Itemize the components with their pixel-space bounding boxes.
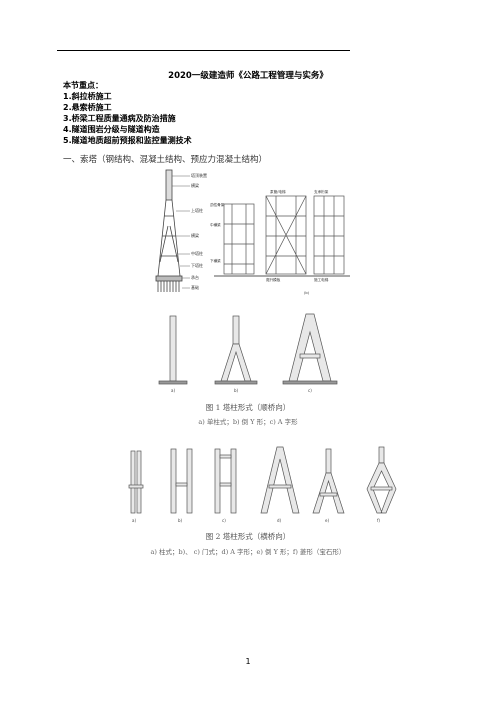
panel-label: c) bbox=[222, 518, 226, 523]
fig-label: 横梁 bbox=[191, 232, 199, 238]
fig-label: 爬升模板 bbox=[266, 277, 281, 282]
panel-label: b) bbox=[178, 518, 183, 523]
panel-label: a) bbox=[171, 388, 175, 393]
tower-elevation-drawing bbox=[155, 169, 183, 292]
figure2-subcaption: a) 柱式；b)、 c) 门式；d) A 字形；e) 倒 Y 形；f) 菱形（宝… bbox=[150, 548, 346, 556]
panel-label: c) bbox=[308, 388, 312, 393]
key-point-1: 1.斜拉桥施工 bbox=[63, 92, 112, 101]
fig-label: 下塔柱 bbox=[191, 262, 203, 268]
fig-label: 上塔柱 bbox=[191, 207, 203, 213]
portal-pylon-c bbox=[214, 448, 237, 514]
fig-label: 施工电梯 bbox=[314, 277, 329, 282]
a-shaped-pylon-transverse bbox=[260, 446, 300, 514]
inverted-y-pylon-transverse bbox=[312, 448, 345, 514]
figure1-pylon-forms: a) b) c) bbox=[158, 313, 338, 393]
header-rule bbox=[57, 50, 350, 51]
panel-label: d) bbox=[277, 518, 282, 523]
key-point-2: 2.悬索桥施工 bbox=[63, 103, 112, 112]
panel-label: a) bbox=[132, 518, 136, 523]
fig-label: 横梁 bbox=[191, 182, 199, 188]
panel-label: b) bbox=[234, 388, 239, 393]
figure1-subcaption: a) 单柱式；b) 倒 Y 形；c) A 字形 bbox=[198, 418, 298, 426]
intro-label: 本节重点： bbox=[63, 81, 103, 90]
fig-label: 中横梁 bbox=[210, 222, 221, 227]
key-point-3: 3.桥梁工程质量通病及防治措施 bbox=[63, 114, 176, 123]
fig-sub-label: (b) bbox=[304, 291, 310, 295]
fig-label: 支承桁架 bbox=[314, 189, 329, 194]
panel-label: f) bbox=[377, 518, 380, 523]
fig-label: 劲性骨架 bbox=[210, 202, 225, 207]
pylon-construction-figure: 塔顶装置 横梁 上塔柱 横梁 中塔柱 下塔柱 承台 基础 劲性骨架 中横梁 下横… bbox=[154, 166, 354, 302]
fig-label: 承台 bbox=[191, 274, 199, 280]
column-pylon bbox=[128, 450, 144, 514]
figure2-pylon-forms: a) b) c) d) e) f) bbox=[128, 446, 397, 523]
panel-label: e) bbox=[325, 518, 329, 523]
single-column-pylon bbox=[158, 315, 188, 385]
section-title: 一、索塔（钢结构、混凝土结构、预应力混凝土结构） bbox=[63, 155, 268, 165]
figure1-caption: 图 1 塔柱形式（顺桥向） bbox=[205, 403, 291, 412]
key-point-4: 4.隧道围岩分级与隧道构造 bbox=[63, 125, 160, 134]
tower-label-leaders bbox=[172, 175, 190, 289]
page-number: 1 bbox=[245, 657, 251, 666]
formwork-drawings bbox=[214, 195, 350, 277]
fig-label: 下横梁 bbox=[210, 258, 221, 263]
portal-pylon-b bbox=[170, 448, 193, 514]
inverted-y-pylon bbox=[214, 315, 258, 385]
a-shaped-pylon bbox=[282, 313, 338, 385]
fig-label: 泵管/电梯 bbox=[270, 189, 286, 194]
fig-label: 中塔柱 bbox=[191, 250, 203, 256]
fig-label: 基础 bbox=[191, 284, 199, 290]
diamond-pylon bbox=[366, 446, 397, 514]
key-point-5: 5.隧道地质超前预报和监控量测技术 bbox=[63, 136, 192, 145]
figure2-caption: 图 2 塔柱形式（横桥向） bbox=[205, 532, 291, 541]
document-title: 2020一级建造师《公路工程管理与实务》 bbox=[168, 71, 328, 81]
fig-label: 塔顶装置 bbox=[191, 172, 207, 178]
